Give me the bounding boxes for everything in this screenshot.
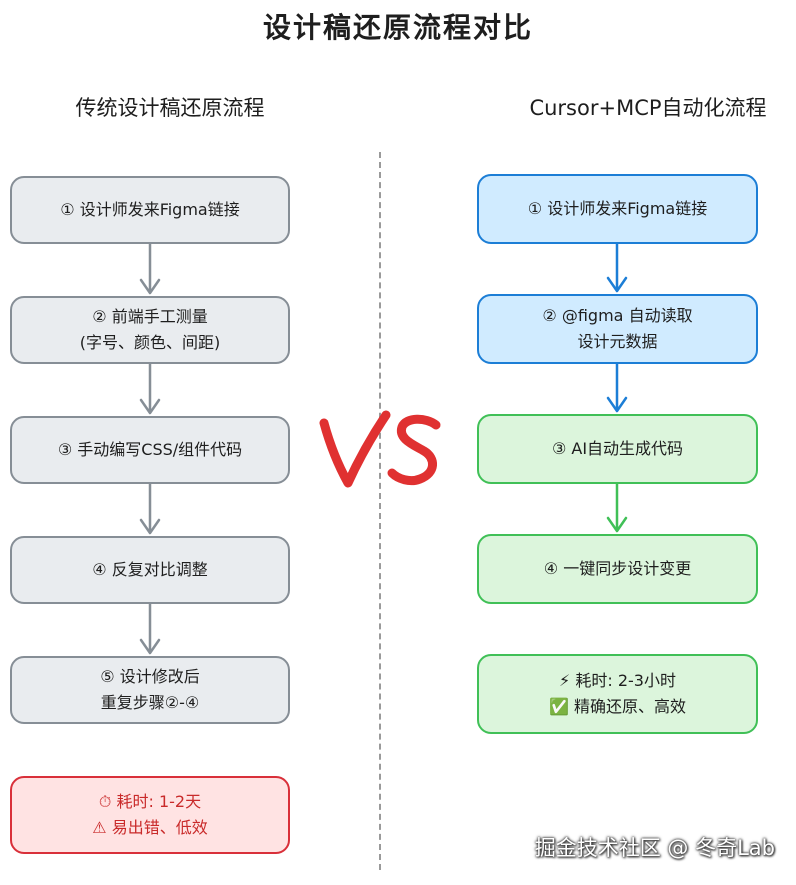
right-arrow-2 <box>606 362 628 413</box>
left-arrow-2 <box>139 362 161 415</box>
vs-letter-v <box>319 410 391 488</box>
right-step-2-line-1: ② @figma 自动读取 <box>542 306 693 325</box>
left-step-1: ① 设计师发来Figma链接 <box>10 176 290 244</box>
left-step-2: ② 前端手工测量 (字号、颜色、间距) <box>10 296 290 364</box>
left-step-4: ④ 反复对比调整 <box>10 536 290 604</box>
diagram-title: 设计稿还原流程对比 <box>262 11 533 44</box>
left-step-4-text: ④ 反复对比调整 <box>92 560 208 579</box>
left-step-3: ③ 手动编写CSS/组件代码 <box>10 416 290 484</box>
left-result-note: ⚠ 易出错、低效 <box>92 818 208 837</box>
vs-letter-s <box>387 414 441 486</box>
right-arrow-3 <box>606 482 628 533</box>
left-step-1-text: ① 设计师发来Figma链接 <box>60 200 240 219</box>
right-step-1: ① 设计师发来Figma链接 <box>477 174 758 244</box>
right-arrow-1 <box>606 242 628 293</box>
watermark: 掘金技术社区 @ 冬奇Lab <box>534 836 775 860</box>
left-step-2-line-1: ② 前端手工测量 <box>92 307 208 326</box>
right-step-2-line-2: 设计元数据 <box>577 332 658 351</box>
left-step-5-line-2: 重复步骤②-④ <box>100 693 200 712</box>
right-result-box: ⚡ 耗时: 2-3小时 ✅ 精确还原、高效 <box>477 654 758 734</box>
right-result-note: ✅ 精确还原、高效 <box>548 697 686 716</box>
right-step-1-text: ① 设计师发来Figma链接 <box>527 199 708 218</box>
left-column-title: 传统设计稿还原流程 <box>75 96 265 120</box>
left-step-5: ⑤ 设计修改后 重复步骤②-④ <box>10 656 290 724</box>
right-step-4: ④ 一键同步设计变更 <box>477 534 758 604</box>
right-step-4-text: ④ 一键同步设计变更 <box>543 559 692 578</box>
left-step-2-line-2: (字号、颜色、间距) <box>79 333 221 352</box>
left-result-box: ⏱ 耗时: 1-2天 ⚠ 易出错、低效 <box>10 776 290 854</box>
left-result-time: ⏱ 耗时: 1-2天 <box>98 792 202 811</box>
left-step-5-line-1: ⑤ 设计修改后 <box>100 667 200 686</box>
right-step-3: ③ AI自动生成代码 <box>477 414 758 484</box>
left-arrow-1 <box>139 242 161 295</box>
right-column-title: Cursor+MCP自动化流程 <box>529 96 767 120</box>
left-arrow-4 <box>139 602 161 655</box>
right-result-time: ⚡ 耗时: 2-3小时 <box>559 671 676 690</box>
left-step-3-text: ③ 手动编写CSS/组件代码 <box>57 440 243 459</box>
column-divider <box>379 152 381 870</box>
right-step-3-text: ③ AI自动生成代码 <box>551 439 684 458</box>
vs-mark: VS <box>319 410 441 488</box>
left-arrow-3 <box>139 482 161 535</box>
